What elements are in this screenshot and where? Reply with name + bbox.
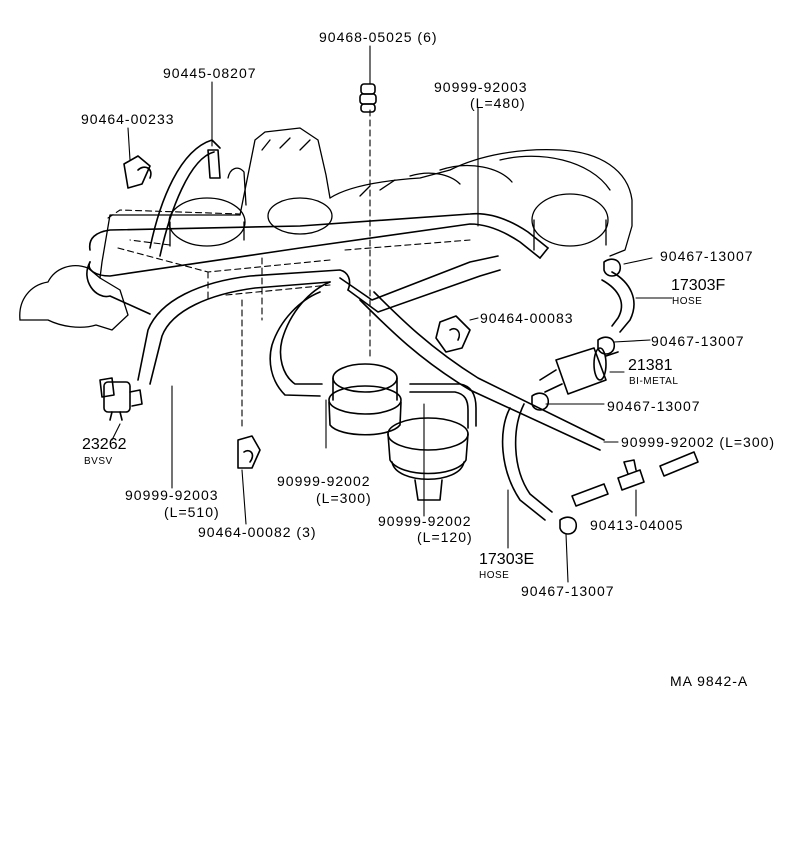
label-90999-92002-lower: 90999-92002 — [378, 513, 472, 529]
label-21381-bimetal: BI-METAL — [629, 376, 679, 387]
clip-90467-d — [559, 516, 578, 535]
label-17303f: 17303F — [671, 277, 726, 294]
label-21381: 21381 — [628, 357, 673, 374]
label-23262-bvsv: BVSV — [84, 456, 113, 467]
label-l300-center: (L=300) — [316, 490, 372, 506]
hose-90999-92002-l120 — [409, 383, 477, 429]
vacuum-unit-lower — [387, 417, 469, 501]
clamp-90464-00082 — [237, 435, 261, 469]
label-l120: (L=120) — [417, 529, 473, 545]
label-90467-13007-d: 90467-13007 — [521, 583, 615, 599]
label-90445-08207: 90445-08207 — [163, 65, 257, 81]
label-90467-13007-a: 90467-13007 — [660, 248, 754, 264]
hose-17303f — [601, 271, 635, 333]
label-90468-05025: 90468-05025 (6) — [319, 29, 438, 45]
leader-lines — [111, 45, 673, 583]
label-90999-92003-top: 90999-92003 — [434, 79, 528, 95]
label-17303e-hose: HOSE — [479, 570, 510, 581]
clamp-90464-00233 — [123, 155, 152, 189]
dashed-guides — [107, 109, 471, 431]
engine-outline — [19, 127, 633, 331]
figure-code: MA 9842-A — [670, 673, 749, 689]
label-23262: 23262 — [82, 436, 127, 453]
hose-90999-92003-l480 — [88, 212, 549, 277]
label-l510: (L=510) — [164, 504, 220, 520]
hose-90999-92002-l300a — [269, 281, 331, 397]
label-90467-13007-c: 90467-13007 — [607, 398, 701, 414]
label-90999-92002-center: 90999-92002 — [277, 473, 371, 489]
vacuum-unit-center — [328, 363, 402, 436]
label-90413-04005: 90413-04005 — [590, 517, 684, 533]
clip-90467-b — [597, 336, 616, 355]
label-90467-13007-b: 90467-13007 — [651, 333, 745, 349]
label-l480: (L=480) — [470, 95, 526, 111]
label-90999-92003-bottom: 90999-92003 — [125, 487, 219, 503]
hose-90999-92003-l510 — [86, 261, 351, 385]
label-17303f-hose: HOSE — [672, 296, 703, 307]
label-90464-00082: 90464-00082 (3) — [198, 524, 317, 540]
bvsv-valve — [99, 377, 143, 421]
tee-90413 — [617, 459, 645, 491]
short-hose-pieces — [149, 139, 699, 507]
clip-90467-a — [603, 258, 622, 277]
hose-long-diagonal — [339, 255, 605, 451]
clip-90467-c — [531, 392, 550, 411]
bi-metal-valve — [539, 347, 619, 395]
clamp-90464-00083 — [435, 315, 471, 353]
clamp-90468-05025 — [359, 83, 377, 113]
label-90999-92002-l300-right: 90999-92002 (L=300) — [621, 434, 776, 450]
hose-17303e — [501, 403, 553, 521]
label-90464-00233: 90464-00233 — [81, 111, 175, 127]
label-17303e: 17303E — [479, 551, 535, 568]
label-90464-00083: 90464-00083 — [480, 310, 574, 326]
